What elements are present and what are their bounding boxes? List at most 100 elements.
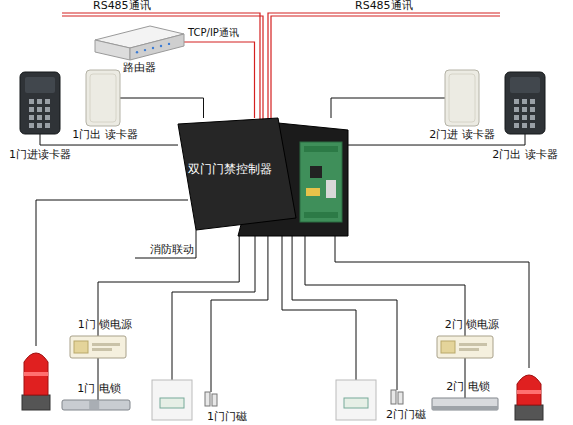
lock-body (62, 400, 130, 410)
fire-link-wire (135, 230, 196, 258)
keypad-key (514, 99, 519, 104)
device-label: 2门进 读卡器 (429, 128, 495, 141)
pcb-chip (310, 166, 322, 178)
keypad-key (45, 115, 50, 120)
alarm-wire (335, 236, 529, 368)
router-led (168, 43, 170, 45)
device-label: 2门出 读卡器 (492, 148, 558, 161)
keypad-key (530, 107, 535, 112)
alarm-light (24, 353, 48, 395)
exit-button (336, 380, 376, 420)
signal-label: RS485通讯 (93, 0, 151, 12)
wire-connector (292, 236, 397, 390)
magnetic-lock-shape (432, 398, 498, 410)
exit-button (152, 380, 192, 420)
controller-pcb (300, 142, 342, 222)
power-stripe (459, 348, 479, 351)
reader-face (449, 74, 475, 122)
reader-body (505, 72, 545, 134)
keypad-key (530, 123, 535, 128)
router-led (152, 47, 154, 49)
reader-body (445, 70, 479, 126)
lock-power-supply: 2门 锁电源 (437, 336, 493, 358)
reader-body (20, 72, 60, 134)
keypad-key (514, 107, 519, 112)
router-led (144, 49, 146, 51)
device-label: 1门出 读卡器 (72, 128, 138, 141)
power-label-patch (441, 341, 455, 353)
keypad-key (530, 115, 535, 120)
exit-button-wire (172, 236, 255, 380)
router-side (95, 40, 130, 60)
door-sensor-shape (204, 392, 218, 406)
access-controller-shape (178, 118, 348, 236)
electric-lock: 1门 电锁 (62, 400, 130, 410)
controller-label: 双门门禁控制器 (188, 162, 272, 176)
router-device: 路由器 (95, 26, 184, 60)
sensor-part (391, 390, 396, 404)
pcb-terminal (304, 212, 338, 218)
reader-window (25, 77, 55, 93)
reader-window (510, 77, 540, 93)
keypad-key (37, 107, 42, 112)
power-body (437, 336, 493, 358)
wire-connector (184, 42, 255, 118)
card-reader-shape (86, 70, 120, 126)
power-stripe (92, 348, 112, 351)
keypad-key (522, 123, 527, 128)
power-label-patch (74, 341, 88, 353)
device-label: 2门 锁电源 (445, 318, 500, 331)
magnetic-lock: 2门 电锁 (432, 398, 498, 410)
reader-body (86, 70, 120, 126)
sensor-part (212, 394, 217, 406)
pcb-relay (326, 180, 336, 198)
exit-button-key (344, 398, 368, 408)
lock-power-supply-shape (437, 336, 493, 358)
keypad-key (514, 123, 519, 128)
alarm-stripe (517, 390, 541, 394)
keypad-key (45, 123, 50, 128)
lock-power-supply-shape (70, 336, 126, 358)
exit-button-key (160, 398, 184, 408)
lock-power-supply: 1门 锁电源 (70, 336, 126, 358)
device-label: 1门 锁电源 (78, 318, 133, 331)
device-label: 路由器 (123, 61, 156, 74)
keypad-key (514, 115, 519, 120)
router-led (160, 45, 162, 47)
connector-label: TCP/IP通讯 (188, 26, 239, 39)
router-front (130, 34, 184, 60)
pcb-terminal (304, 146, 338, 152)
keypad-reader: 1门进读卡器 (20, 72, 60, 134)
lock-bolt (89, 401, 99, 409)
pcb-part (306, 188, 320, 196)
keypad-reader-shape (20, 72, 60, 134)
access-controller: 双门门禁控制器 (178, 118, 348, 236)
maglock-plate (432, 406, 498, 410)
keypad-key (29, 115, 34, 120)
alarm-base (515, 405, 543, 420)
power-stripe (92, 343, 120, 346)
reader-face (90, 74, 116, 122)
keypad-key (37, 115, 42, 120)
power-stripe (459, 343, 487, 346)
door-sensor: 1门门磁 (204, 392, 218, 406)
maglock-body (432, 398, 498, 410)
wire-connector (331, 98, 445, 118)
alarm-stripe (24, 372, 48, 376)
keypad-key (45, 107, 50, 112)
keypad-key (37, 123, 42, 128)
device-label: 2门 电锁 (446, 380, 490, 393)
card-reader-shape (445, 70, 479, 126)
alarm-light (517, 375, 541, 405)
electric-lock-shape (62, 400, 130, 410)
controller-lid (178, 118, 296, 230)
power-body (70, 336, 126, 358)
keypad-key (37, 99, 42, 104)
wire-connector (305, 236, 465, 336)
router-device-shape (95, 26, 184, 60)
device-label: 2门门磁 (386, 408, 426, 421)
sensor-part (205, 392, 210, 406)
